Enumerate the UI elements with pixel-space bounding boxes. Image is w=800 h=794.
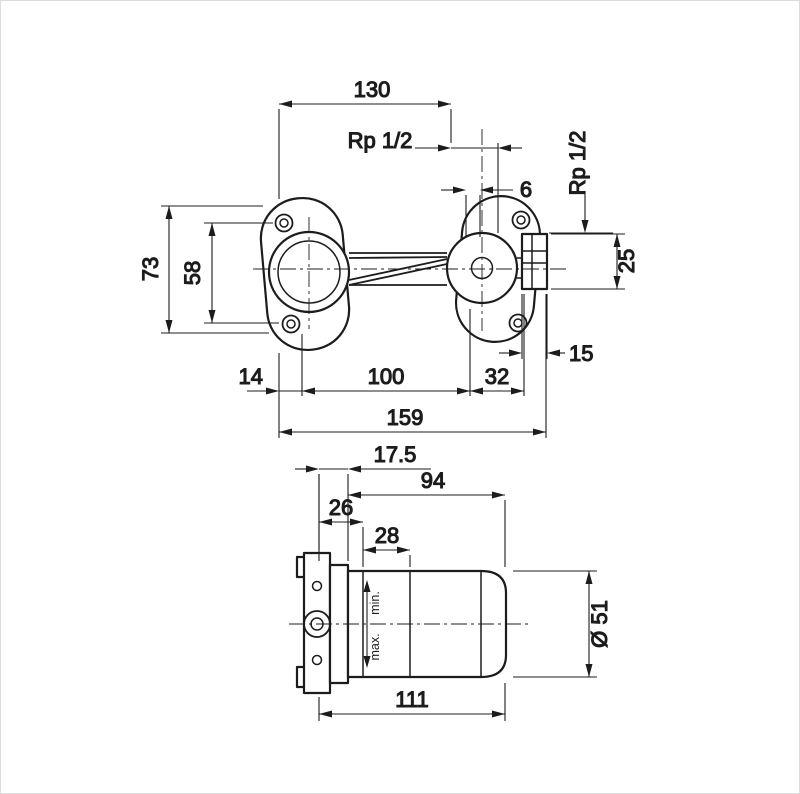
dim-94	[348, 491, 506, 567]
dim-94-label: 94	[421, 468, 445, 493]
side-dimensions: 17.5 94 26 28	[295, 441, 613, 721]
side-flange	[295, 551, 350, 695]
dim-6-label: 6	[520, 177, 532, 202]
dim-130	[278, 100, 452, 199]
right-connection-block	[515, 232, 549, 291]
dim-thread-top-label: Rp 1/2	[348, 128, 413, 153]
dim-thread-top	[415, 143, 522, 233]
min-max-marker	[363, 580, 371, 668]
connecting-bar	[348, 252, 448, 286]
dim-17-5-label: 17.5	[374, 442, 417, 467]
dim-73-label: 73	[138, 257, 163, 281]
dim-17-5	[295, 465, 431, 561]
dim-111	[318, 683, 506, 721]
front-dimensions: 130 Rp 1/2 6	[137, 76, 640, 438]
dim-28-label: 28	[375, 523, 399, 548]
min-label: min.	[368, 591, 382, 615]
max-label: max.	[368, 633, 382, 660]
dim-diameter-51-label: Ø 51	[587, 600, 612, 648]
side-view: min. max. 17.5 94	[289, 441, 613, 721]
dim-25-label: 25	[614, 249, 639, 273]
dim-15	[499, 294, 565, 359]
dim-15-label: 15	[569, 341, 593, 366]
dim-thread-side-label: Rp 1/2	[565, 131, 590, 196]
dim-111-label: 111	[395, 687, 428, 712]
dim-100-label: 100	[368, 364, 405, 389]
dim-14-label: 14	[239, 364, 263, 389]
dim-73	[161, 205, 269, 334]
dim-6	[441, 186, 513, 237]
dim-26	[318, 474, 364, 567]
dim-28	[363, 546, 411, 567]
dim-25	[551, 233, 625, 290]
dim-32-label: 32	[485, 364, 509, 389]
dim-159-label: 159	[387, 405, 424, 430]
dim-26-label: 26	[329, 495, 353, 520]
dim-58-label: 58	[180, 261, 205, 285]
dim-58	[204, 222, 279, 324]
dim-diameter-51	[513, 570, 597, 678]
dim-thread-side	[549, 191, 613, 234]
dim-130-label: 130	[354, 77, 391, 102]
front-centerlines	[253, 129, 567, 331]
dim-bottom-chain	[247, 294, 547, 438]
front-view: 130 Rp 1/2 6	[137, 76, 640, 438]
